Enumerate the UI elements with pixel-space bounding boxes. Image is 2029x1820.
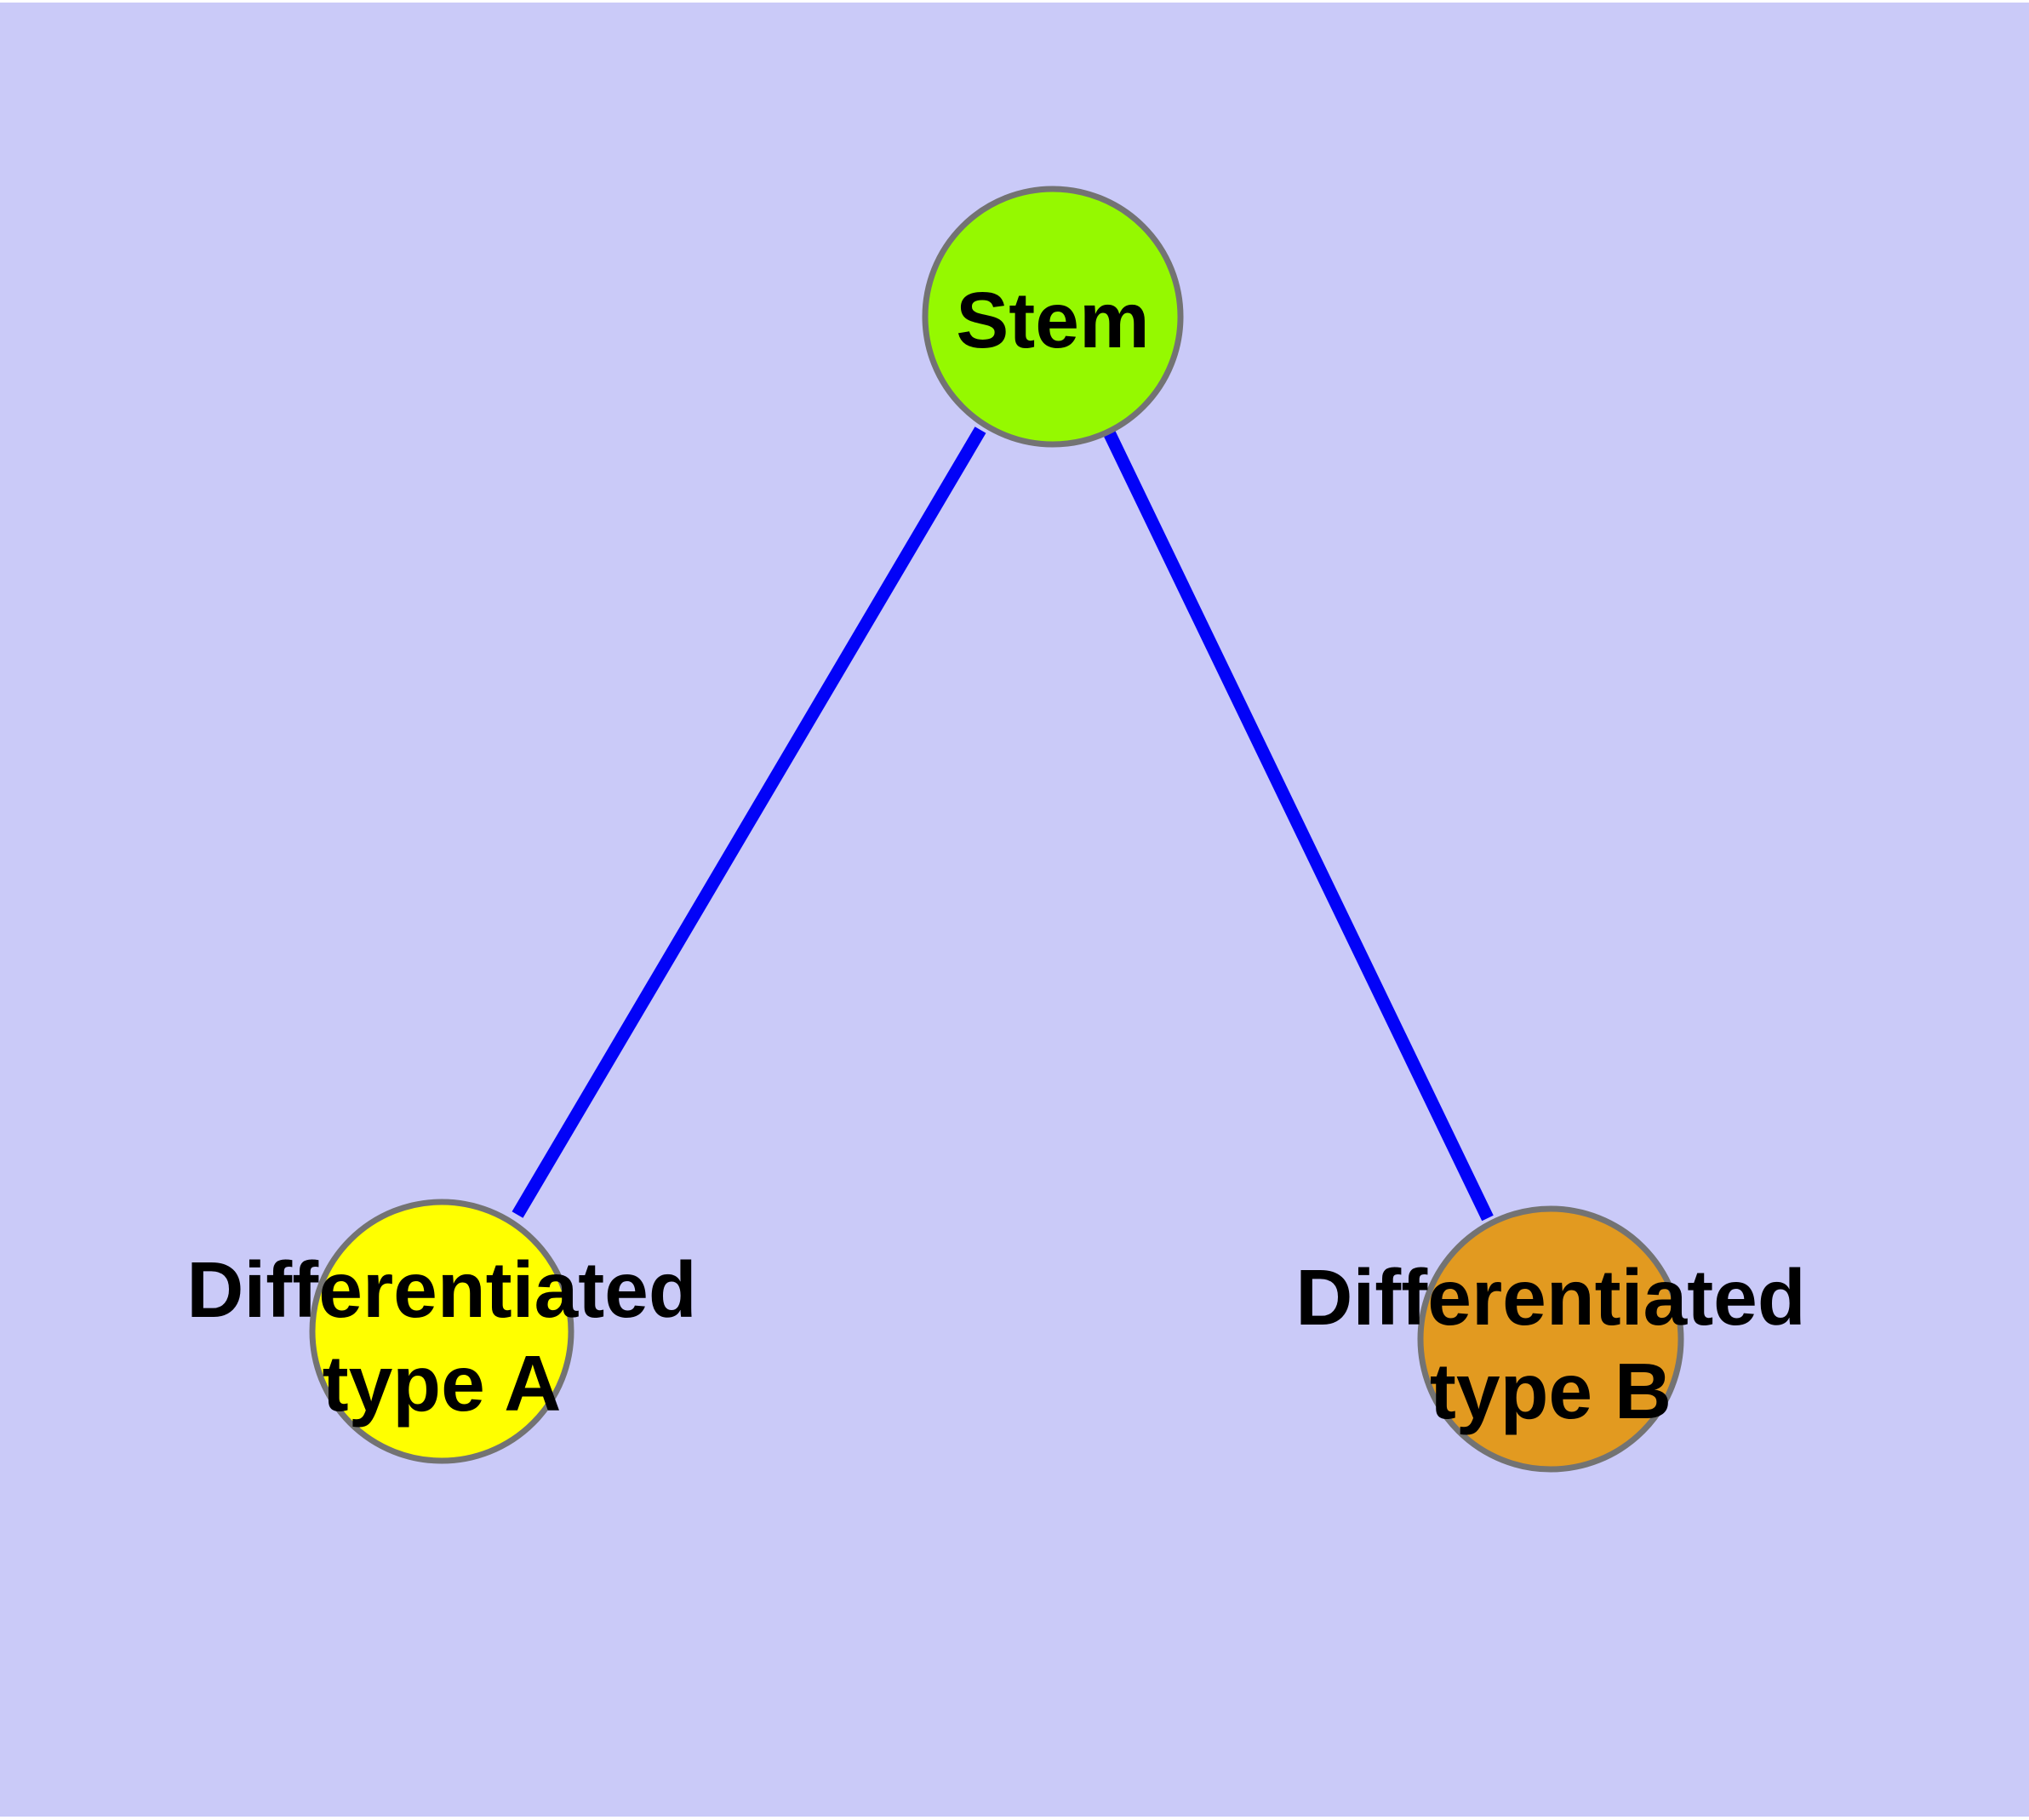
node-type-b-label-line2: type B bbox=[1430, 1347, 1672, 1435]
node-type-a-circle bbox=[309, 1199, 574, 1464]
edge-stem-to-type-a bbox=[512, 426, 986, 1218]
node-stem-label: Stem bbox=[956, 276, 1149, 364]
edge-stem-to-type-b bbox=[1103, 429, 1494, 1222]
node-type-b-circle bbox=[1417, 1205, 1684, 1473]
node-stem-circle bbox=[922, 186, 1184, 448]
node-type-a-label-line2: type A bbox=[323, 1339, 562, 1428]
node-type-a-label-line1: Differentiated bbox=[186, 1245, 696, 1334]
node-type-b-label-line1: Differentiated bbox=[1295, 1253, 1805, 1342]
